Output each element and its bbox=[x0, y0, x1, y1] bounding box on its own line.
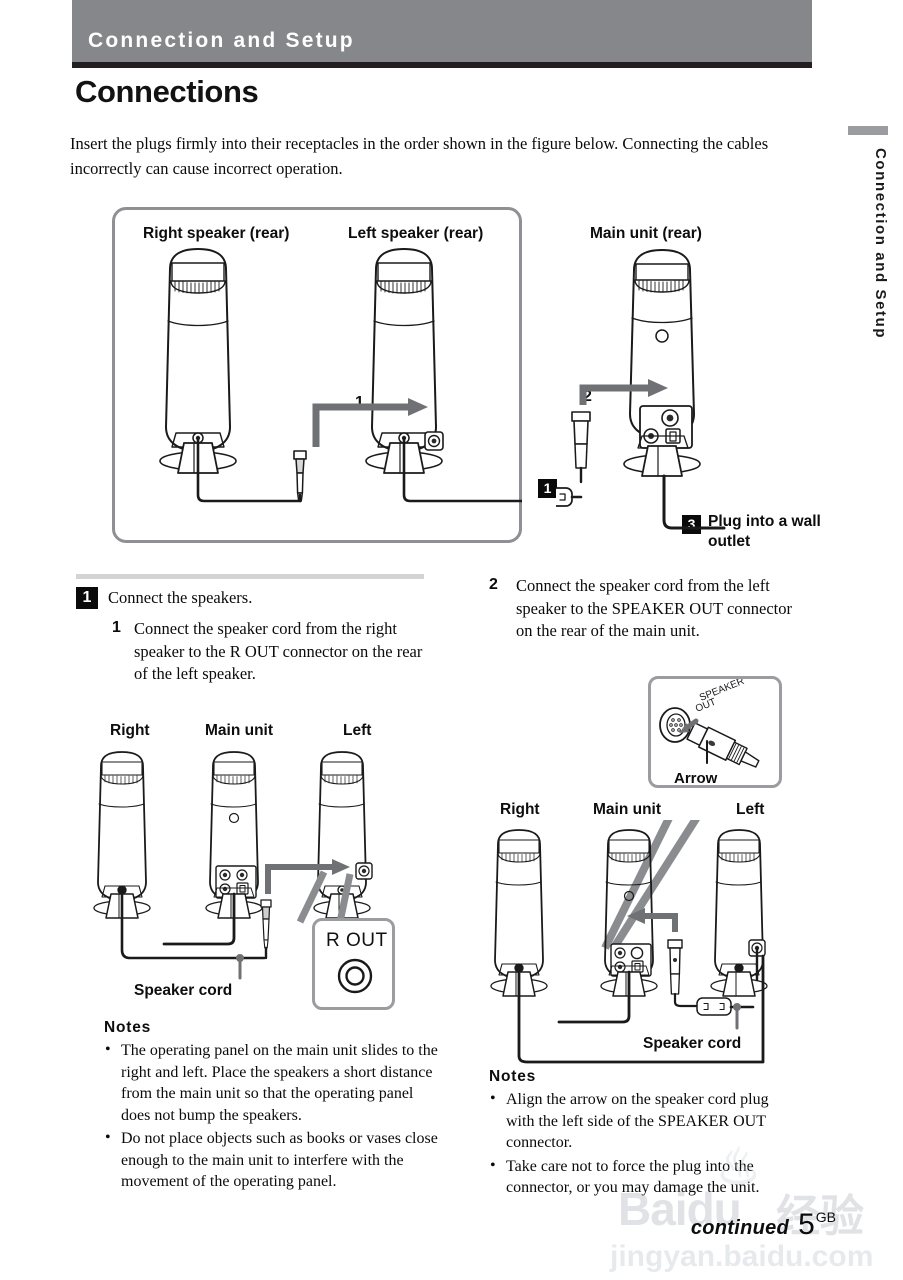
speaker-out-callout-artwork: SPEAKER OUT bbox=[659, 679, 760, 768]
svg-text:OUT: OUT bbox=[694, 697, 718, 715]
page-footer: continued 5 GB bbox=[690, 1208, 836, 1242]
r-out-callout-box bbox=[312, 918, 395, 1010]
note-item: Align the arrow on the speaker cord plug… bbox=[489, 1088, 801, 1154]
step-2-text: Connect the speaker cord from the left s… bbox=[516, 576, 793, 640]
left-figure-label-main-unit: Main unit bbox=[205, 722, 274, 739]
main-figure-label-left-speaker: Left speaker (rear) bbox=[348, 225, 484, 242]
main-figure-label-main-unit: Main unit (rear) bbox=[590, 225, 702, 242]
r-out-callout-jack bbox=[337, 958, 373, 994]
arrow-callout-1 bbox=[312, 398, 428, 447]
side-tab-marker bbox=[848, 126, 888, 135]
left-figure-arrow bbox=[265, 859, 350, 894]
right-figure-label-main-unit: Main unit bbox=[593, 801, 662, 818]
header-bottom-rule bbox=[72, 62, 812, 68]
main-figure-badge-1: 1 bbox=[538, 479, 557, 498]
section-divider-rule bbox=[76, 574, 424, 579]
main-figure-callout-1: 1 bbox=[355, 394, 364, 411]
left-figure-speaker-cord-label: Speaker cord bbox=[134, 982, 233, 999]
step-1-substep-text: Connect the speaker cord from the right … bbox=[134, 619, 423, 683]
intro-paragraph: Insert the plugs firmly into their recep… bbox=[70, 134, 769, 178]
notes-left-title: Notes bbox=[104, 1019, 152, 1036]
note-item: Do not place objects such as books or va… bbox=[104, 1127, 440, 1193]
notes-right-title: Notes bbox=[489, 1068, 537, 1085]
right-figure-label-left: Left bbox=[736, 801, 765, 818]
arrow-callout-2 bbox=[579, 379, 668, 405]
step-1-badge: 1 bbox=[76, 587, 98, 609]
section-header-title: Connection and Setup bbox=[88, 29, 355, 52]
side-tab-label: Connection and Setup bbox=[872, 148, 889, 340]
right-figure-artwork bbox=[490, 820, 768, 1064]
speaker-out-callout-arrow-label: Arrow bbox=[674, 770, 718, 787]
note-item: The operating panel on the main unit sli… bbox=[104, 1039, 440, 1126]
notes-left-list: The operating panel on the main unit sli… bbox=[104, 1039, 440, 1195]
footer-continued-label: continued bbox=[690, 1217, 790, 1239]
watermark-url: jingyan.baidu.com bbox=[610, 1240, 874, 1273]
left-figure-label-right: Right bbox=[110, 722, 150, 739]
section-header-bar bbox=[72, 0, 812, 62]
main-unit-rear-artwork bbox=[556, 249, 726, 530]
step-1-title: Connect the speakers. bbox=[108, 588, 253, 607]
step-1-substep-number: 1 bbox=[112, 619, 121, 636]
note-item: Take care not to force the plug into the… bbox=[489, 1155, 801, 1199]
main-figure-callout-2: 2 bbox=[583, 388, 592, 405]
page-title: Connections bbox=[75, 74, 259, 109]
wall-outlet-label: Plug into a wall outlet bbox=[708, 513, 821, 550]
right-figure-arrow bbox=[627, 908, 678, 932]
r-out-callout-label: R OUT bbox=[326, 930, 388, 951]
right-figure-label-right: Right bbox=[500, 801, 540, 818]
left-figure-artwork bbox=[93, 751, 373, 980]
footer-region-code: GB bbox=[815, 1209, 836, 1225]
notes-right-list: Align the arrow on the speaker cord plug… bbox=[489, 1088, 801, 1201]
footer-page-number: 5 bbox=[798, 1208, 815, 1241]
main-connection-diagram-box bbox=[112, 207, 522, 543]
right-figure-speaker-cord-label: Speaker cord bbox=[643, 1035, 742, 1052]
left-figure-label-left: Left bbox=[343, 722, 372, 739]
main-figure-label-right-speaker: Right speaker (rear) bbox=[143, 225, 290, 242]
main-figure-artwork bbox=[159, 248, 522, 503]
step-2-number: 2 bbox=[489, 576, 498, 593]
